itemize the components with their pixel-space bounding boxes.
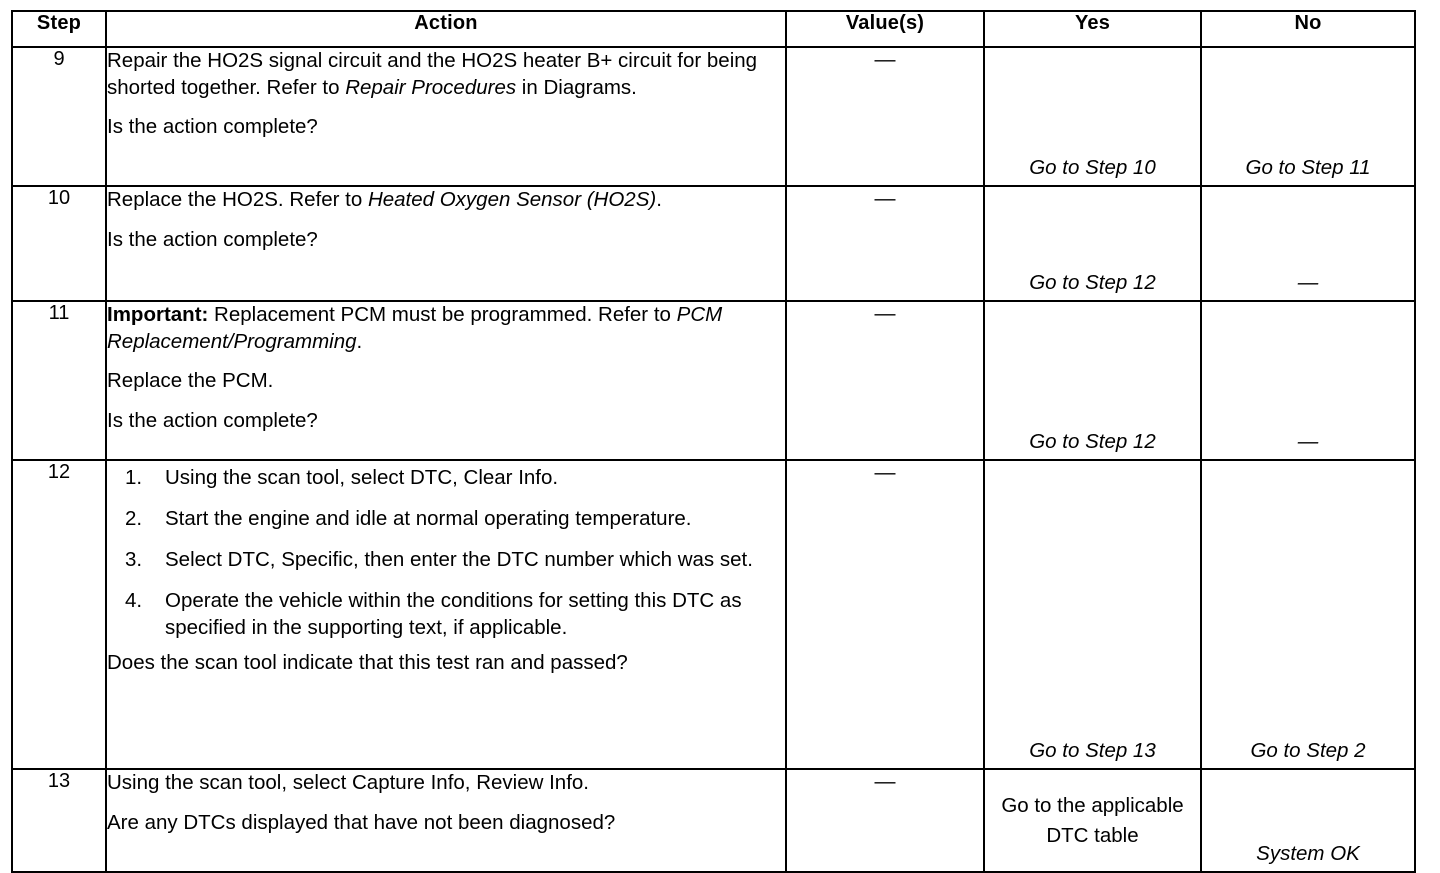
step-number: 13 — [11, 768, 107, 873]
action-text-tail: . — [656, 188, 662, 211]
action-paragraph-2: Replace the PCM. — [107, 369, 274, 393]
action-important: Important: Replacement PCM must be progr… — [107, 302, 785, 355]
table-row: 9 Repair the HO2S signal circuit and the… — [11, 46, 1416, 187]
action-question: Are any DTCs displayed that have not bee… — [107, 810, 616, 834]
important-reference: PCM Replacement/Programming — [107, 303, 723, 353]
value-dash: — — [874, 770, 896, 793]
value-cell: — — [785, 46, 985, 187]
action-reference: Heated Oxygen Sensor (HO2S) — [367, 188, 657, 211]
value-dash: — — [874, 48, 896, 71]
column-header-step: Step — [11, 10, 107, 48]
action-text: Repair the HO2S signal circuit and the H… — [107, 49, 758, 99]
important-text: Replacement PCM must be programmed. Refe… — [208, 303, 677, 326]
action-question: Is the action complete? — [107, 115, 318, 139]
value-dash: — — [874, 302, 896, 325]
action-paragraph: Replace the HO2S. Refer to Heated Oxygen… — [107, 187, 785, 214]
action-content: Important: Replacement PCM must be progr… — [105, 300, 787, 461]
value-cell: — — [785, 459, 985, 770]
action-paragraph: Using the scan tool, select Capture Info… — [107, 771, 590, 794]
yes-answer: Go to Step 12 — [983, 300, 1202, 461]
yes-answer: Go to the applicable DTC table — [983, 768, 1202, 873]
diagnostic-procedure-table: Step Action Value(s) Yes No 9 Repair the… — [11, 10, 1416, 873]
important-tail: . — [356, 329, 363, 353]
action-reference: Repair Procedures — [345, 75, 517, 99]
action-question: Is the action complete? — [107, 227, 318, 251]
step-number: 12 — [11, 459, 107, 770]
no-answer: Go to Step 11 — [1200, 46, 1416, 187]
no-answer: — — [1200, 185, 1416, 302]
step-number: 11 — [11, 300, 107, 461]
action-step-list: Using the scan tool, select DTC, Clear I… — [107, 464, 785, 641]
action-content: Repair the HO2S signal circuit and the H… — [105, 46, 787, 187]
no-answer: System OK — [1200, 768, 1416, 873]
column-header-action: Action — [105, 10, 787, 48]
table-body: 9 Repair the HO2S signal circuit and the… — [11, 46, 1416, 873]
important-label: Important: — [107, 303, 209, 326]
value-dash: — — [874, 187, 896, 210]
table-row: 12 Using the scan tool, select DTC, Clea… — [11, 459, 1416, 770]
action-text-tail: in Diagrams. — [516, 75, 637, 99]
table-row: 10 Replace the HO2S. Refer to Heated Oxy… — [11, 185, 1416, 302]
action-content: Using the scan tool, select DTC, Clear I… — [105, 459, 787, 770]
yes-answer: Go to Step 10 — [983, 46, 1202, 187]
list-item: Operate the vehicle within the condition… — [125, 587, 742, 640]
step-number: 9 — [11, 46, 107, 187]
list-item: Select DTC, Specific, then enter the DTC… — [125, 546, 753, 573]
action-question: Does the scan tool indicate that this te… — [107, 651, 628, 675]
header-row: Step Action Value(s) Yes No — [11, 10, 1416, 48]
table-row: 13 Using the scan tool, select Capture I… — [11, 768, 1416, 873]
list-item: Using the scan tool, select DTC, Clear I… — [125, 464, 559, 491]
column-header-yes: Yes — [983, 10, 1202, 48]
yes-answer: Go to Step 13 — [983, 459, 1202, 770]
table-header: Step Action Value(s) Yes No — [11, 10, 1416, 48]
value-cell: — — [785, 185, 985, 302]
value-dash: — — [874, 461, 896, 484]
yes-answer: Go to Step 12 — [983, 185, 1202, 302]
table-row: 11 Important: Replacement PCM must be pr… — [11, 300, 1416, 461]
step-number: 10 — [11, 185, 107, 302]
action-paragraph: Repair the HO2S signal circuit and the H… — [107, 48, 785, 101]
column-header-no: No — [1200, 10, 1416, 48]
action-text: Replace the HO2S. Refer to — [107, 188, 368, 211]
action-content: Replace the HO2S. Refer to Heated Oxygen… — [105, 185, 787, 302]
value-cell: — — [785, 768, 985, 873]
no-answer: Go to Step 2 — [1200, 459, 1416, 770]
action-question: Is the action complete? — [107, 408, 318, 432]
action-content: Using the scan tool, select Capture Info… — [105, 768, 787, 873]
value-cell: — — [785, 300, 985, 461]
column-header-values: Value(s) — [785, 10, 985, 48]
no-answer: — — [1200, 300, 1416, 461]
list-item: Start the engine and idle at normal oper… — [125, 505, 692, 532]
